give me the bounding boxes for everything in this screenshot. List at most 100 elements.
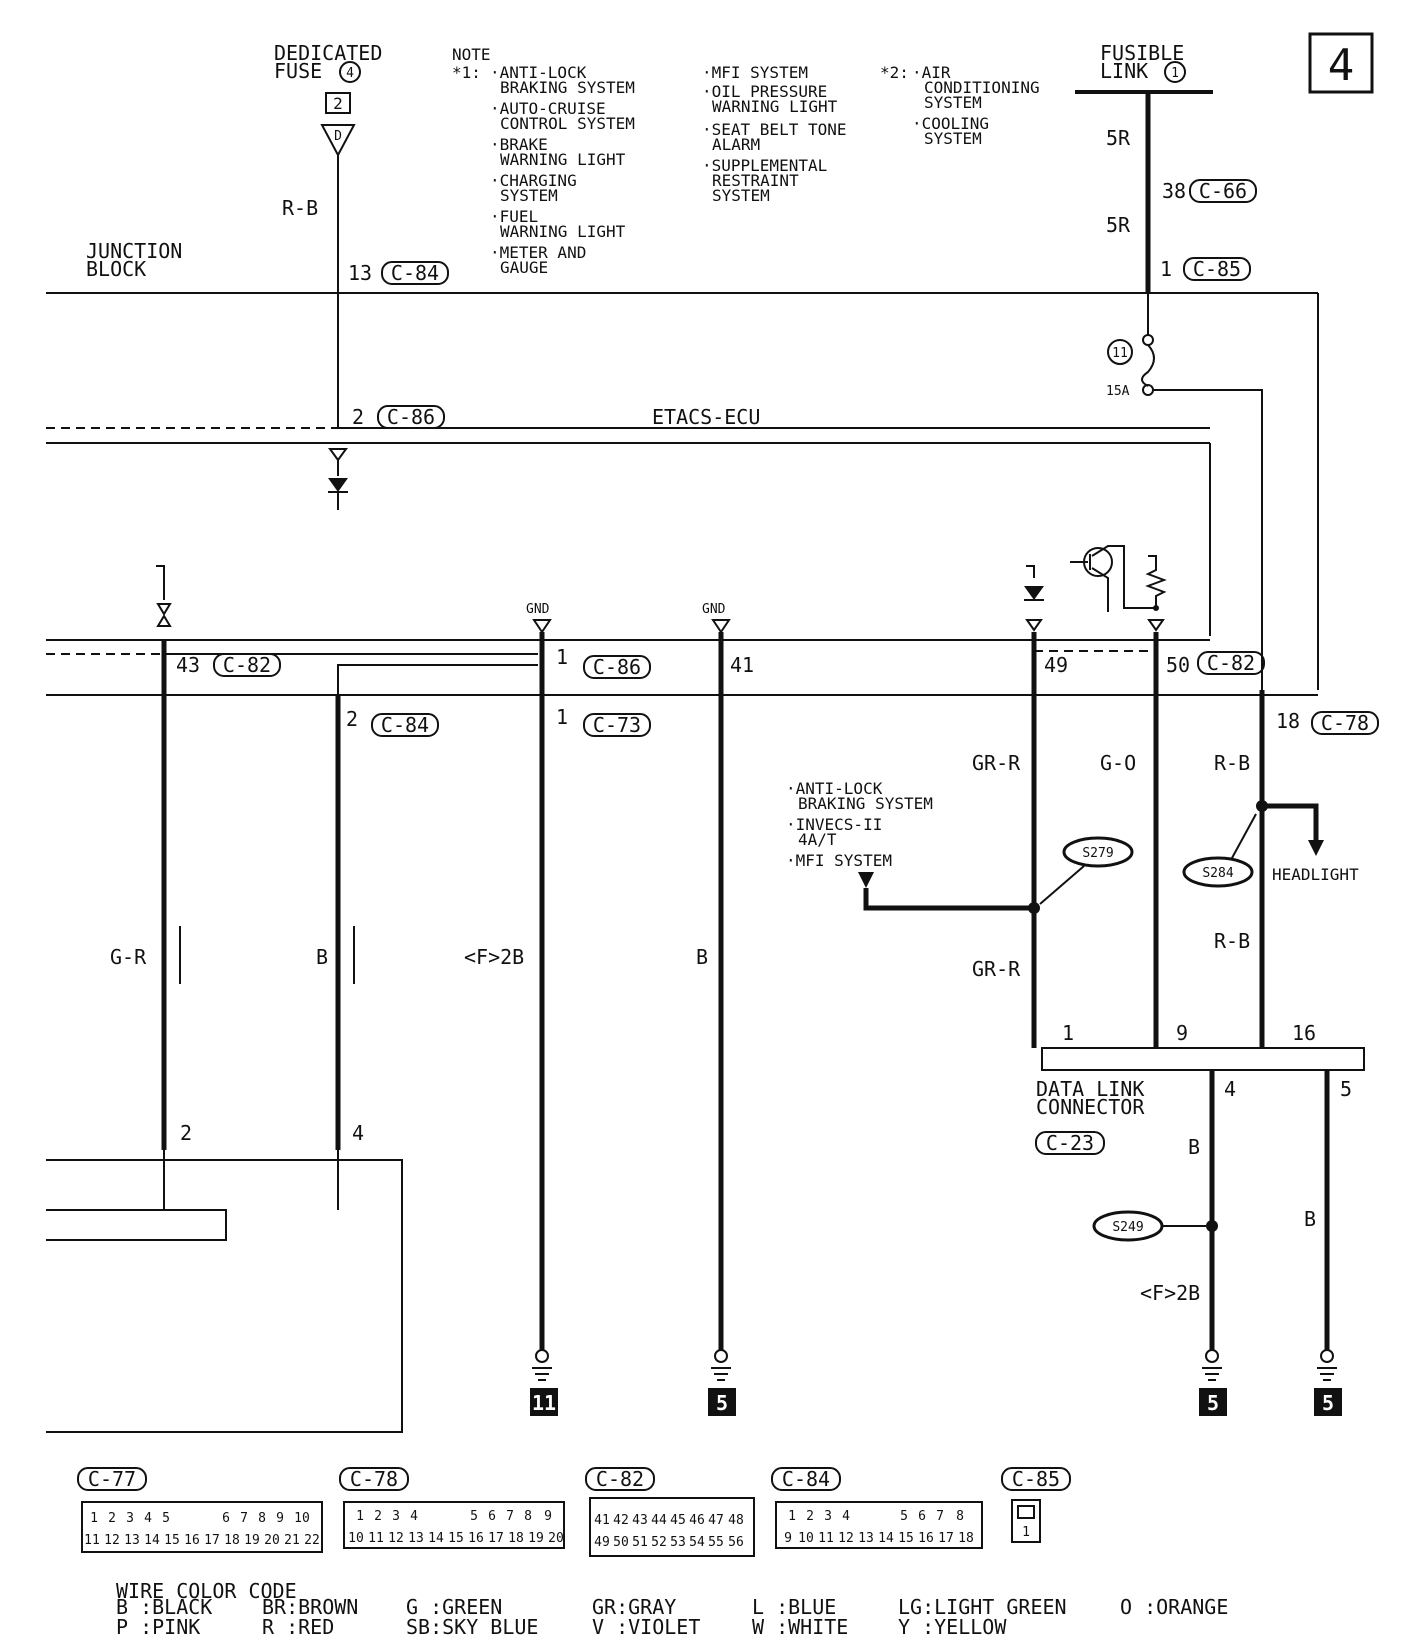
note-c1-7: SYSTEM [500,186,558,205]
note-c1-9: WARNING LIGHT [500,222,626,241]
c77-p10: 10 [294,1511,310,1526]
c84-p13: 13 [858,1531,874,1546]
c82-p43: 43 [632,1513,648,1528]
dlc-pin-5: 5 [1340,1077,1352,1101]
note-star2: *2: [880,63,909,82]
note-c1-0: ·ANTI-LOCK [490,63,587,82]
ground-ref-11: 11 [530,1388,558,1416]
c82-p45: 45 [670,1513,686,1528]
pin-50: 50 [1166,653,1190,677]
c78-p14: 14 [428,1531,444,1546]
c78-p13: 13 [408,1531,424,1546]
wcc-r1-0: B :BLACK [116,1595,212,1619]
note-c1-11: GAUGE [500,258,548,277]
pin-18: 18 [1276,709,1300,733]
headlight-label: HEADLIGHT [1272,865,1359,884]
c84-p10: 10 [798,1531,814,1546]
dedicated-fuse-title-1: DEDICATED [274,41,382,65]
c84-p12: 12 [838,1531,854,1546]
wire-go: G-O [1100,751,1136,775]
c77-p1: 1 [90,1511,98,1526]
wire-5r-b: 5R [1106,213,1131,237]
bottom-pin-2: 2 [180,1121,192,1145]
wire-grr-b: GR-R [972,957,1021,981]
c84-p3: 3 [824,1509,832,1524]
c77-p13: 13 [124,1533,140,1548]
dlc-pin-4: 4 [1224,1077,1236,1101]
wire-5r-a: 5R [1106,126,1131,150]
c82-p48: 48 [728,1513,744,1528]
connector-c86-b: C-86 [593,655,641,679]
c77-p5: 5 [162,1511,170,1526]
dedicated-fuse-pin: D [334,129,342,144]
ground-ref-5a: 5 [708,1388,736,1416]
note-star1: *1: [452,63,481,82]
svg-text:S279: S279 [1082,846,1113,861]
connector-c84-b: C-84 [381,713,429,737]
c84-p9: 9 [784,1531,792,1546]
svg-text:5: 5 [1207,1391,1219,1415]
c77-p14: 14 [144,1533,160,1548]
c84-p4: 4 [842,1509,850,1524]
c77-p3: 3 [126,1511,134,1526]
c77-p18: 18 [224,1533,240,1548]
c82-p50: 50 [613,1535,629,1550]
c77-p21: 21 [284,1533,300,1548]
c84-p2: 2 [806,1509,814,1524]
wire-f2b-mid: <F>2B [464,945,524,969]
pin-41: 41 [730,653,754,677]
page-number-box: 4 [1308,32,1374,94]
junction-block-label-1: JUNCTION [86,239,182,263]
c78-p6: 6 [488,1509,496,1524]
svg-text:5: 5 [716,1391,728,1415]
wcc-r1-4: L :BLUE [752,1595,836,1619]
c77-p22: 22 [304,1533,320,1548]
c77-p6: 6 [222,1511,230,1526]
note-c1-3: CONTROL SYSTEM [500,114,635,133]
c78-p2: 2 [374,1509,382,1524]
c84-p18: 18 [958,1531,974,1546]
splice-s249: S249 [1092,1210,1206,1242]
pin-1-c86: 1 [556,645,568,669]
c82-p54: 54 [689,1535,705,1550]
svg-text:S284: S284 [1202,866,1233,881]
wcc-title: WIRE COLOR CODE [116,1579,297,1603]
note-c2-1: ·OIL PRESSURE [702,82,827,101]
c84-p5: 5 [900,1509,908,1524]
svg-text:S249: S249 [1112,1220,1143,1235]
gnd-label-a: GND [526,602,550,617]
wcc-r1-1: BR:BROWN [262,1595,358,1619]
wire-b-left: B [316,945,328,969]
c77-p12: 12 [104,1533,120,1548]
splice-s284: S284 [1182,813,1257,888]
c77-p7: 7 [240,1511,248,1526]
page-number: 4 [1328,40,1355,91]
note-c2-0: ·MFI SYSTEM [702,63,808,82]
c77-p8: 8 [258,1511,266,1526]
note-c2-7: SYSTEM [712,186,770,205]
wire-gr: G-R [110,945,147,969]
wcc-r2-3: V :VIOLET [592,1615,700,1639]
note-c1-1: BRAKING SYSTEM [500,78,635,97]
note-c3-3: ·COOLING [912,114,989,133]
c84-p1: 1 [788,1509,796,1524]
pin-1-c73: 1 [556,705,568,729]
pin-2-c86: 2 [352,405,364,429]
wcc-r1-3: GR:GRAY [592,1595,676,1619]
bottom-pin-4: 4 [352,1121,364,1145]
c78-p17: 17 [488,1531,504,1546]
c82-p55: 55 [708,1535,724,1550]
splice-s279: S279 [1039,836,1134,905]
c78-p3: 3 [392,1509,400,1524]
wcc-r1-2: G :GREEN [406,1595,502,1619]
fusible-link-title-1: FUSIBLE [1100,41,1184,65]
c77-p4: 4 [144,1511,152,1526]
wcc-r1-5: LG:LIGHT GREEN [898,1595,1067,1619]
connector-c78: C-78 [1321,711,1369,735]
gnd-label-b: GND [702,602,726,617]
wire-rb-top: R-B [282,196,318,220]
note-c1-6: ·CHARGING [490,171,577,190]
data-link-connector: 1 9 16 DATA LINK CONNECTOR C-23 [1035,1021,1365,1155]
legend-c84-label: C-84 [782,1467,830,1491]
c78-p5: 5 [470,1509,478,1524]
